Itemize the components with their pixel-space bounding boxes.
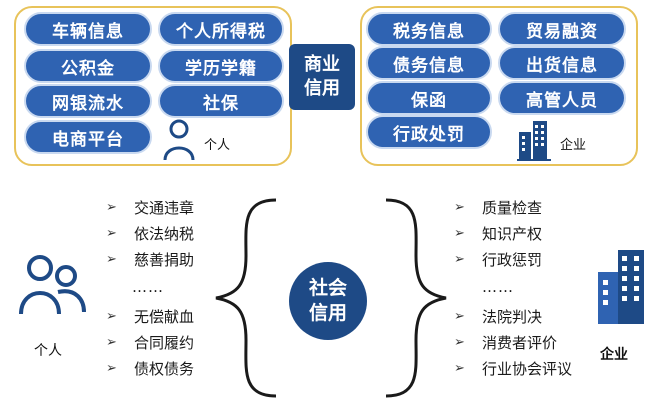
list-item: ➢慈善捐助 [106,247,194,273]
arrow-bullet-icon: ➢ [454,309,465,324]
arrow-bullet-icon: ➢ [106,252,117,267]
arrow-bullet-icon: ➢ [454,252,465,267]
list-item: ➢消费者评价 [454,330,572,356]
arrow-bullet-icon: ➢ [454,361,465,376]
building-icon [598,250,644,324]
social-credit-title-2: 信用 [308,302,347,324]
list-item: ➢依法纳税 [106,221,194,247]
social-credit-title-1: 社会 [308,277,347,299]
list-item: ➢法院判决 [454,304,572,330]
pill-letter-of-guarantee: 保函 [366,81,492,115]
arrow-bullet-icon: ➢ [454,226,465,241]
people-icon [19,255,86,315]
personal-social-list-top: ➢交通违章 ➢依法纳税 ➢慈善捐助 [106,195,194,273]
pill-income-tax: 个人所得税 [158,12,284,46]
list-item: ➢合同履约 [106,330,194,356]
enterprise-label-bottom: 企业 [600,347,628,363]
pill-trade-finance: 贸易融资 [498,12,626,46]
list-item: ➢知识产权 [454,221,542,247]
pill-executives: 高管人员 [498,81,626,115]
business-credit-title-2: 信用 [304,78,340,99]
enterprise-ellipsis: …… [482,278,514,296]
business-credit-title-1: 商业 [304,54,340,75]
pill-debt-info: 债务信息 [366,46,492,80]
business-credit-badge: 商业 信用 [289,44,355,110]
pill-bank-statement: 网银流水 [24,84,152,118]
list-item: ➢交通违章 [106,195,194,221]
arrow-bullet-icon: ➢ [106,361,117,376]
list-item: ➢行业协会评议 [454,356,572,382]
pill-social-insurance: 社保 [158,84,284,118]
pill-shipping-info: 出货信息 [498,46,626,80]
right-brace [385,198,447,398]
enterprise-label-top: 企业 [560,138,587,153]
pill-vehicle-info: 车辆信息 [24,12,152,46]
list-item: ➢无偿献血 [106,304,194,330]
person-icon [163,119,195,161]
enterprise-social-list-bottom: ➢法院判决 ➢消费者评价 ➢行业协会评议 [454,304,572,382]
social-credit-badge: 社会 信用 [289,262,367,340]
building-icon [517,121,551,161]
arrow-bullet-icon: ➢ [106,200,117,215]
pill-education: 学历学籍 [158,49,284,83]
pill-ecommerce: 电商平台 [24,120,152,154]
arrow-bullet-icon: ➢ [106,226,117,241]
left-brace [215,198,277,398]
personal-label-top: 个人 [204,138,231,153]
list-item: ➢质量检查 [454,195,542,221]
arrow-bullet-icon: ➢ [454,200,465,215]
list-item: ➢债权债务 [106,356,194,382]
personal-social-list-bottom: ➢无偿献血 ➢合同履约 ➢债权债务 [106,304,194,382]
personal-ellipsis: …… [132,278,164,296]
list-item: ➢行政惩罚 [454,247,542,273]
arrow-bullet-icon: ➢ [106,335,117,350]
pill-admin-penalty: 行政处罚 [366,115,492,149]
personal-label-bottom: 个人 [34,343,62,359]
pill-tax-info: 税务信息 [366,12,492,46]
arrow-bullet-icon: ➢ [106,309,117,324]
enterprise-social-list-top: ➢质量检查 ➢知识产权 ➢行政惩罚 [454,195,542,273]
arrow-bullet-icon: ➢ [454,335,465,350]
pill-housing-fund: 公积金 [24,49,152,83]
